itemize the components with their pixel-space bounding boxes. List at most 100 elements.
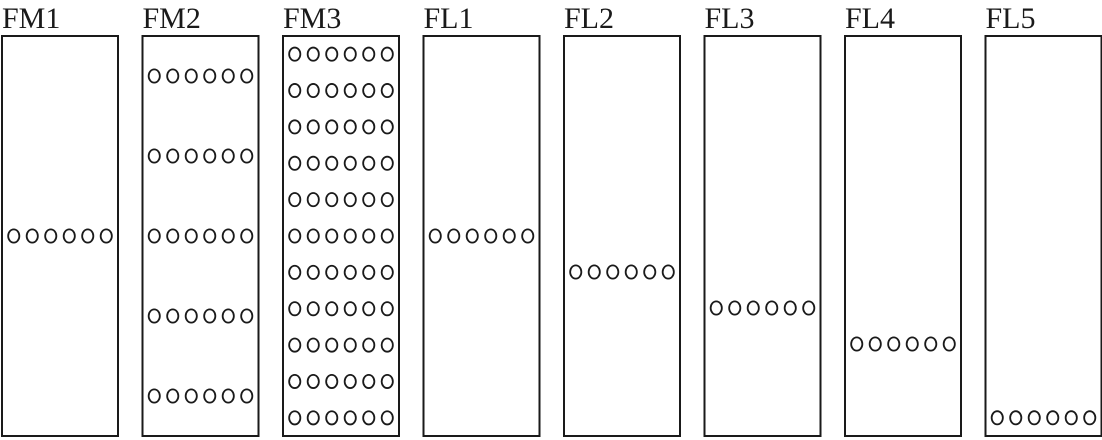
hole-circle [905,336,919,352]
hole-circle [380,83,394,99]
hole-circle [306,119,320,135]
hole-circle [1083,410,1097,426]
hole-circle [1009,410,1023,426]
panel-label: FL1 [424,2,474,35]
hole-circle [924,336,938,352]
panel-label: FM1 [2,2,60,35]
hole-row [288,119,394,135]
hole-circle [306,83,320,99]
panel-label: FL5 [986,2,1036,35]
hole-circle [288,264,302,280]
hole-circle [306,228,320,244]
hole-circle [380,410,394,426]
hole-row [709,300,816,316]
hole-circle [147,388,161,404]
hole-circle [624,264,638,280]
hole-row [147,68,254,84]
hole-row [147,388,254,404]
panel-frame [141,35,260,437]
hole-circle [428,228,442,244]
hole-row [7,228,113,244]
hole-circle [306,410,320,426]
hole-circle [240,148,254,164]
hole-circle [569,264,583,280]
hole-circle [887,336,901,352]
hole-circle [783,300,797,316]
hole-circle [306,373,320,389]
hole-circle [184,228,198,244]
hole-circle [343,83,357,99]
hole-circle [362,192,376,208]
hole-circle [240,228,254,244]
hole-circle [7,228,21,244]
hole-circle [147,68,161,84]
hole-circle [1064,410,1078,426]
hole-circle [343,373,357,389]
hole-circle [147,228,161,244]
hole-circle [343,264,357,280]
hole-circle [166,308,180,324]
hole-circle [1046,410,1060,426]
hole-circle [306,264,320,280]
hole-circle [362,155,376,171]
hole-circle [325,373,339,389]
panel-frame [703,35,822,437]
hole-circle [325,192,339,208]
hole-circle [306,155,320,171]
hole-circle [465,228,479,244]
hole-circle [990,410,1004,426]
hole-circle [380,155,394,171]
hole-circle [521,228,535,244]
hole-circle [288,155,302,171]
hole-circle [166,68,180,84]
hole-circle [221,308,235,324]
hole-circle [765,300,779,316]
hole-circle [325,410,339,426]
hole-circle [343,410,357,426]
hole-circle [380,301,394,317]
hole-circle [221,148,235,164]
hole-circle [502,228,516,244]
panel-frame [422,35,541,437]
hole-circle [325,228,339,244]
hole-circle [362,373,376,389]
hole-row [147,148,254,164]
hole-circle [380,192,394,208]
hole-circle [288,337,302,353]
hole-circle [184,388,198,404]
hole-row [990,410,1097,426]
hole-circle [380,228,394,244]
hole-circle [221,228,235,244]
hole-circle [868,336,882,352]
hole-circle [362,264,376,280]
hole-circle [343,192,357,208]
hole-circle [184,68,198,84]
panel-fl5: FL5 [984,2,1102,437]
panel-label: FM2 [143,2,201,35]
hole-circle [850,336,864,352]
hole-circle [147,148,161,164]
panel-fm2: FM2 [141,2,260,437]
panel-label: FL3 [705,2,755,35]
hole-row [288,46,394,62]
hole-circle [325,83,339,99]
hole-circle [221,388,235,404]
hole-circle [380,119,394,135]
hole-circle [306,46,320,62]
hole-circle [380,373,394,389]
hole-row [850,336,956,352]
hole-circle [643,264,657,280]
hole-row [569,264,675,280]
hole-circle [728,300,742,316]
hole-circle [288,410,302,426]
panel-fl4: FL4 [844,2,962,437]
hole-circle [362,119,376,135]
hole-circle [44,228,58,244]
hole-row [288,228,394,244]
hole-circle [587,264,601,280]
hole-circle [203,68,217,84]
hole-circle [288,228,302,244]
hole-circle [606,264,620,280]
hole-row [288,337,394,353]
